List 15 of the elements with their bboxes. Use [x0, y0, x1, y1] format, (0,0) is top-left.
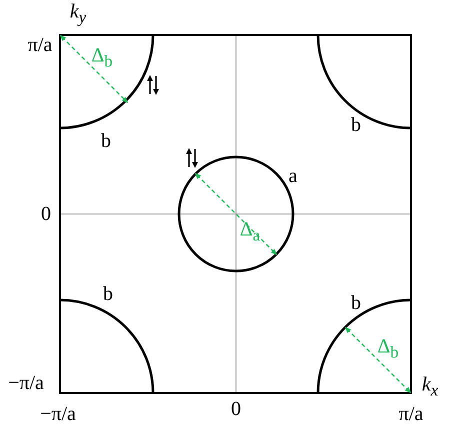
tick-label: 0: [41, 204, 51, 224]
tick-label: −π/a: [40, 404, 76, 424]
curve-label: a: [288, 166, 298, 186]
gap-label: Δ$_{b}$: [377, 336, 399, 362]
tick-label: π/a: [398, 404, 424, 424]
gap-label: Δ$_{b}$: [91, 46, 113, 70]
curve-label: b: [351, 293, 361, 313]
tick-label: π/a: [28, 35, 52, 55]
curve-label: b: [103, 284, 113, 304]
axis-label: k$_{y}$: [70, 2, 86, 26]
axis-label: k$_{x}$: [422, 374, 438, 400]
curve-label: b: [351, 115, 361, 135]
tick-label: −π/a: [8, 373, 44, 393]
tick-label: 0: [231, 399, 241, 419]
curve-label: b: [101, 131, 111, 151]
